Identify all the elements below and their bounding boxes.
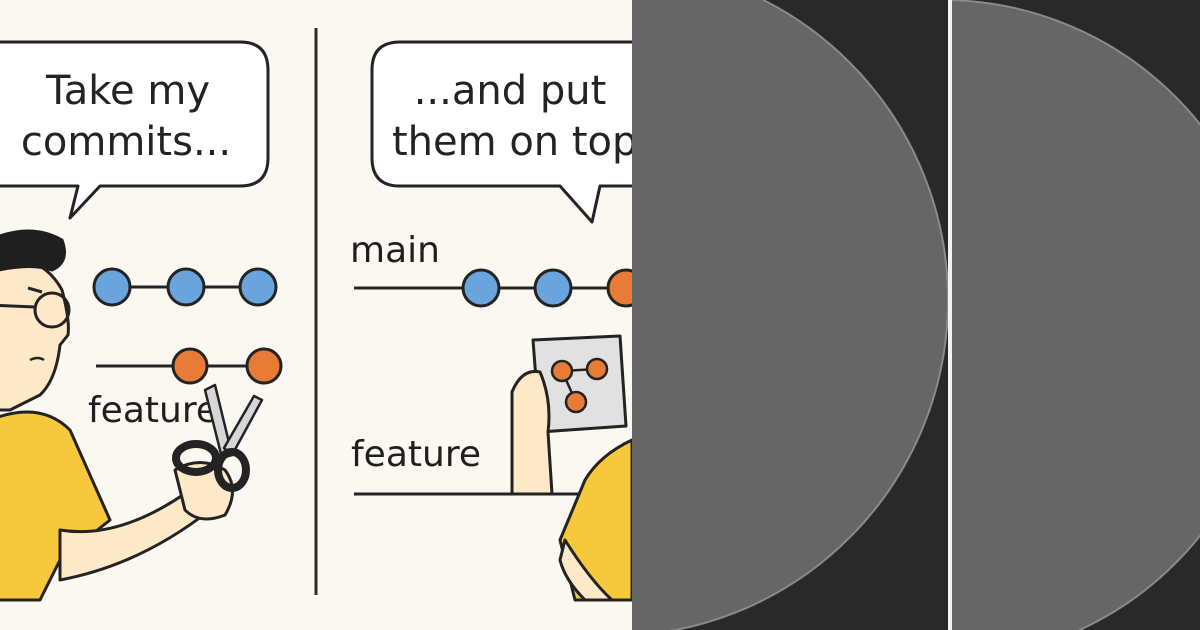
- dark-panel-left: [632, 0, 948, 630]
- main-branch-label: main: [350, 230, 440, 271]
- left-bubble-line2: commits...: [21, 119, 231, 165]
- commit-node: [245, 347, 283, 385]
- scissors-icon: [172, 383, 264, 492]
- panel-separator: [948, 0, 952, 630]
- left-speech-bubble: Take my commits...: [0, 40, 270, 220]
- gray-circle-left: [632, 0, 948, 630]
- comic-illustration: Take my commits... feature: [0, 0, 632, 630]
- commit-node: [461, 268, 501, 308]
- commit-node: [606, 268, 632, 308]
- left-feature-label: feature: [88, 390, 218, 431]
- commit-node: [533, 268, 573, 308]
- gray-circle-right: [952, 0, 1200, 630]
- hand: [510, 369, 554, 496]
- dark-panel-right: [952, 0, 1200, 630]
- left-feature-branch: [96, 347, 283, 385]
- right-bubble-line1: ...and put: [414, 68, 607, 114]
- left-main-branch: [92, 267, 278, 307]
- commit-node: [92, 267, 132, 307]
- right-main-branch: [354, 268, 632, 308]
- person-arm: [558, 538, 614, 602]
- right-feature-label: feature: [351, 434, 481, 475]
- right-bubble-line2: them on top: [392, 119, 632, 165]
- left-bubble-line1: Take my: [45, 68, 210, 114]
- right-speech-bubble: ...and put them on top: [370, 40, 632, 224]
- comic-canvas: Take my commits... feature: [0, 28, 632, 602]
- commit-node: [238, 267, 278, 307]
- glasses-icon: [33, 291, 71, 329]
- commit-node: [166, 267, 206, 307]
- commit-node: [171, 347, 209, 385]
